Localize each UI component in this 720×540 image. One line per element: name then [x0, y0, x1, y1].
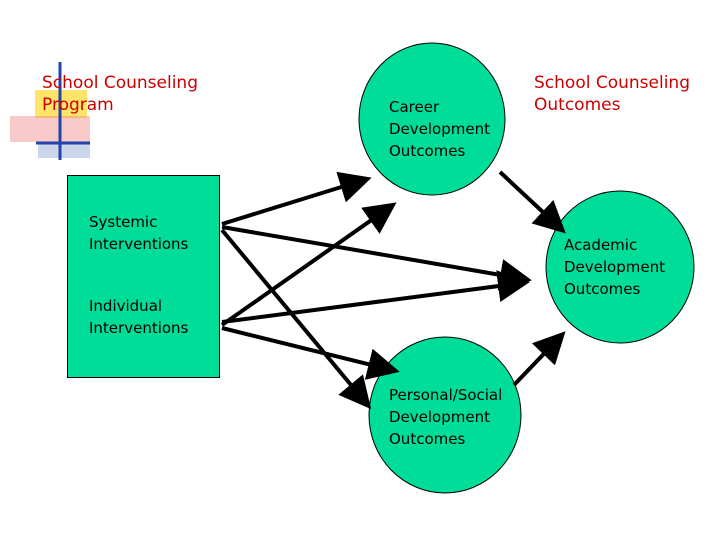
personal-social-outcome-label: Personal/Social Development Outcomes	[389, 386, 503, 448]
academic-outcome-label: Academic Development Outcomes	[564, 236, 665, 298]
arrow-individual-to-personal-social	[221, 326, 400, 380]
arrow-systemic-to-career	[221, 171, 372, 226]
arrow-individual-to-academic	[221, 270, 530, 324]
individual-interventions-label: Individual Interventions	[89, 297, 189, 337]
career-outcome-node	[358, 42, 506, 196]
arrow-systemic-to-academic	[221, 225, 532, 291]
arrow-career-to-academic	[498, 170, 566, 234]
arrow-individual-to-career	[220, 202, 397, 327]
arrow-systemic-to-personal-social	[220, 228, 372, 410]
arrow-personal-social-to-academic	[512, 331, 566, 387]
systemic-interventions-label: Systemic Interventions	[89, 213, 189, 253]
personal-social-outcome-node	[368, 336, 522, 494]
outcomes-title: School Counseling Outcomes	[534, 73, 690, 115]
program-box	[67, 175, 220, 378]
career-outcome-label: Career Development Outcomes	[389, 98, 490, 160]
academic-outcome-node	[545, 190, 695, 344]
program-title: School Counseling Program	[42, 73, 198, 115]
